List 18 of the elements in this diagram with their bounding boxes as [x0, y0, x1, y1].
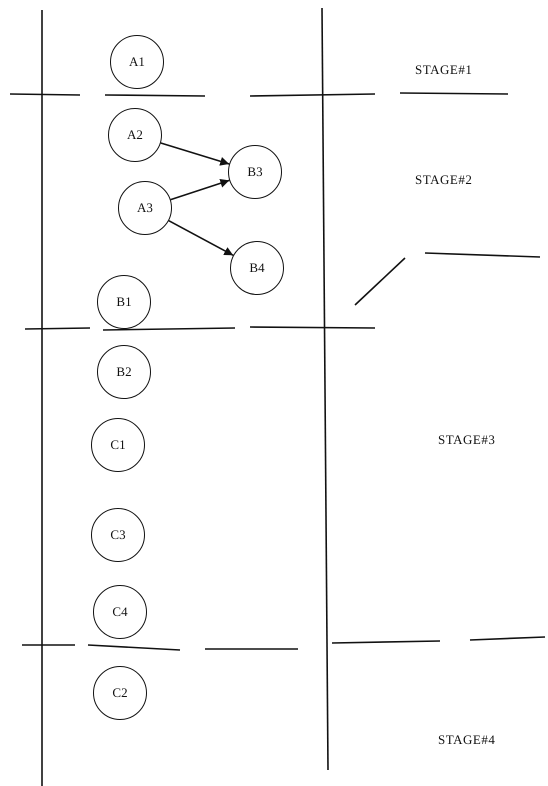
node-circle: B2	[97, 345, 151, 399]
node-circle: C3	[91, 508, 145, 562]
node-circle: A1	[110, 35, 164, 89]
node-circle: B1	[97, 275, 151, 329]
stage-label: STAGE#3	[438, 432, 496, 448]
node-circle: A3	[118, 181, 172, 235]
arrow	[160, 142, 230, 166]
arrow	[170, 178, 230, 200]
stage-label: STAGE#1	[415, 62, 472, 78]
stage-label: STAGE#2	[415, 172, 472, 188]
node-circle: A2	[108, 108, 162, 162]
node-circle: B4	[230, 241, 284, 295]
stage-label: STAGE#4	[438, 732, 496, 748]
node-circle: C2	[93, 666, 147, 720]
node-circle: C1	[91, 418, 145, 472]
node-circle: C4	[93, 585, 147, 639]
node-circle: B3	[228, 145, 282, 199]
arrow	[168, 220, 234, 256]
